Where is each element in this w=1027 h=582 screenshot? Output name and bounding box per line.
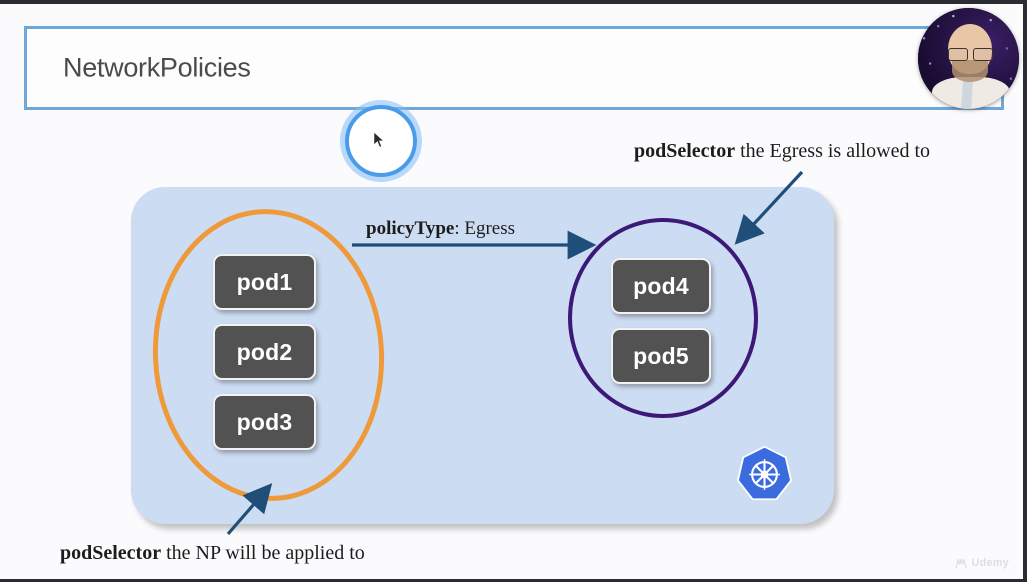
page-title: NetworkPolicies — [63, 52, 251, 83]
slide-title-box: NetworkPolicies — [24, 26, 1004, 110]
pod-box: pod2 — [213, 324, 316, 380]
pod-box: pod3 — [213, 394, 316, 450]
webcam-collar — [961, 81, 973, 109]
egress-target-label: podSelector the Egress is allowed to — [634, 140, 930, 163]
webcam-beard — [952, 60, 988, 82]
udemy-watermark: Udemy — [955, 557, 1009, 569]
np-applied-label: podSelector the NP will be applied to — [60, 542, 365, 565]
webcam-overlay — [918, 8, 1019, 109]
policy-type-label-bold: policyType — [366, 218, 455, 239]
egress-target-label-rest: the Egress is allowed to — [735, 140, 931, 162]
glasses-right-lens — [973, 48, 993, 61]
destination-podselector-ring — [568, 218, 758, 418]
policy-type-label-rest: : Egress — [454, 218, 516, 239]
udemy-logo-icon — [955, 558, 967, 568]
np-applied-label-rest: the NP will be applied to — [161, 542, 365, 564]
mouse-pointer-icon — [373, 131, 385, 149]
policy-type-label: policyType: Egress — [366, 218, 515, 240]
udemy-watermark-text: Udemy — [971, 557, 1009, 569]
glasses-icon — [948, 48, 993, 61]
egress-target-label-bold: podSelector — [634, 140, 736, 162]
kubernetes-logo-icon — [737, 445, 792, 501]
np-applied-label-bold: podSelector — [60, 542, 162, 564]
pod-box: pod5 — [611, 328, 711, 384]
glasses-left-lens — [948, 48, 968, 61]
pod-box: pod1 — [213, 254, 316, 310]
pod-box: pod4 — [611, 258, 711, 314]
